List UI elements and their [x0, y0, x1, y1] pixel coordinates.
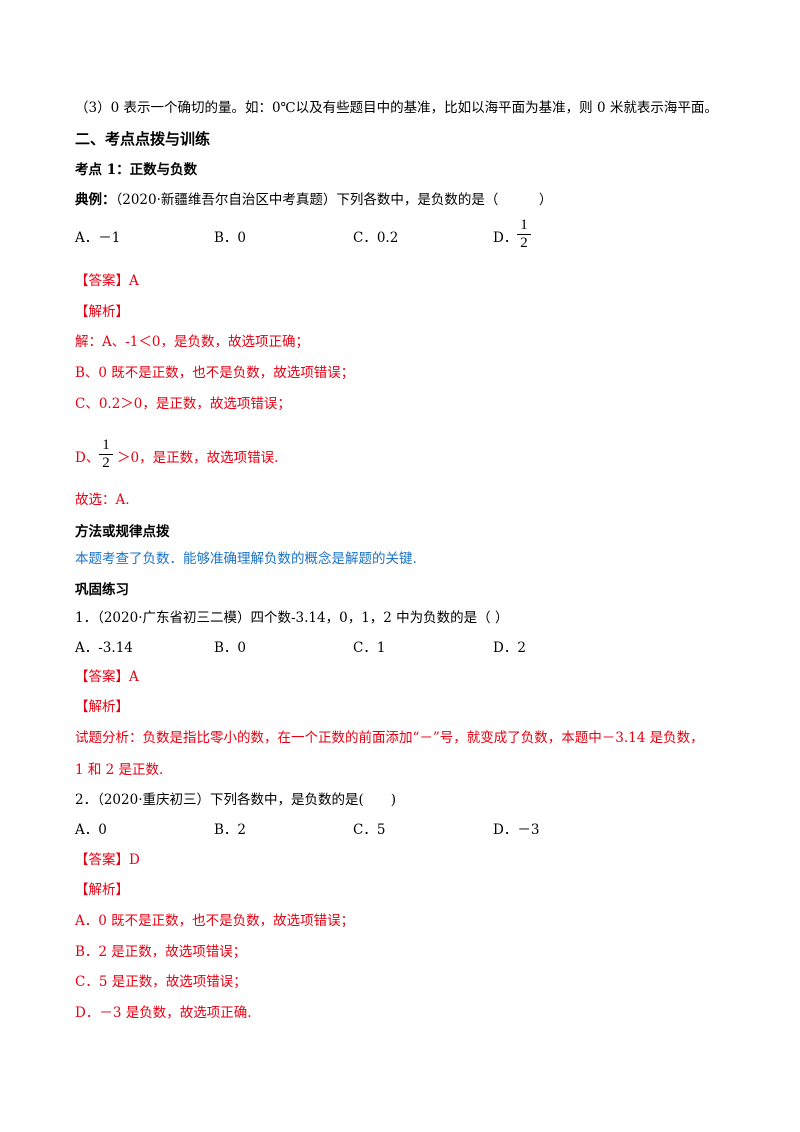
q2-option-c: C．5: [353, 822, 386, 838]
q1-option-d: D．2: [493, 640, 526, 656]
q2-option-a: A．0: [75, 822, 107, 838]
example-choice: 故选：A.: [75, 492, 130, 508]
example-analysis-label: 【解析】: [75, 304, 129, 320]
example-stem: （2020·新疆维吾尔自治区中考真题）下列各数中，是负数的是（ ）: [115, 192, 553, 208]
example-solution-d-prefix: D、: [75, 450, 100, 466]
q1-stem: 1．（2020·广东省初三二模）四个数-3.14，0，1，2 中为负数的是（ ）: [75, 610, 509, 626]
fraction-numerator: 1: [102, 437, 110, 453]
fraction-denominator: 2: [102, 455, 110, 471]
q2-analysis-a: A．0 既不是正数，也不是负数，故选项错误；: [75, 913, 355, 929]
q2-option-b: B．2: [214, 822, 247, 838]
practice-title: 巩固练习: [75, 582, 129, 598]
q1-option-b: B．0: [214, 640, 247, 656]
fraction-denominator: 2: [520, 235, 528, 251]
intro-item-3: （3）0 表示一个确切的量。如：0℃以及有些题目中的基准，比如以海平面为基准，则…: [75, 100, 718, 116]
q2-stem: 2．（2020·重庆初三）下列各数中，是负数的是( ): [75, 792, 397, 808]
example-solution-a: 解：A、-1＜0，是负数，故选项正确；: [75, 334, 309, 350]
example-option-b: B．0: [214, 230, 247, 246]
example-option-a: A．－1: [75, 230, 121, 246]
q1-analysis-label: 【解析】: [75, 699, 129, 715]
example-solution-c: C、0.2＞0，是正数，故选项错误；: [75, 396, 291, 412]
fraction-bar: [517, 234, 531, 235]
point-1-title: 考点 1：正数与负数: [75, 162, 198, 178]
q2-answer: 【答案】D: [75, 852, 140, 868]
q2-analysis-b: B．2 是正数，故选项错误；: [75, 944, 247, 960]
example-solution-d-suffix: ＞0，是正数，故选项错误.: [117, 450, 279, 466]
example-solution-b: B、0 既不是正数，也不是负数，故选项错误；: [75, 365, 355, 381]
fraction-bar: [99, 454, 113, 455]
q2-analysis-label: 【解析】: [75, 882, 129, 898]
q1-analysis-line-1: 试题分析：负数是指比零小的数，在一个正数的前面添加“－”号，就变成了负数，本题中…: [75, 730, 704, 746]
section-title: 二、考点点拨与训练: [75, 130, 211, 148]
example-answer: 【答案】A: [75, 273, 139, 289]
method-title: 方法或规律点拨: [75, 524, 170, 540]
q1-option-a: A．-3.14: [75, 640, 133, 656]
q1-analysis-line-2: 1 和 2 是正数.: [75, 762, 164, 778]
example-option-d: D．: [493, 230, 518, 246]
method-text: 本题考查了负数．能够准确理解负数的概念是解题的关键.: [75, 551, 417, 567]
fraction-numerator: 1: [520, 217, 528, 233]
example-option-d-fraction: 1 2: [517, 218, 531, 251]
q1-answer: 【答案】A: [75, 669, 139, 685]
example-label: 典例：: [75, 192, 116, 208]
example-solution-d-fraction: 1 2: [99, 438, 113, 471]
q2-analysis-d: D．－3 是负数，故选项正确.: [75, 1005, 252, 1021]
q2-option-d: D．－3: [493, 822, 540, 838]
example-option-c: C．0.2: [353, 230, 399, 246]
q1-option-c: C．1: [353, 640, 386, 656]
example-question: 典例：（2020·新疆维吾尔自治区中考真题）下列各数中，是负数的是（ ）: [75, 191, 552, 209]
q2-analysis-c: C．5 是正数，故选项错误；: [75, 974, 247, 990]
